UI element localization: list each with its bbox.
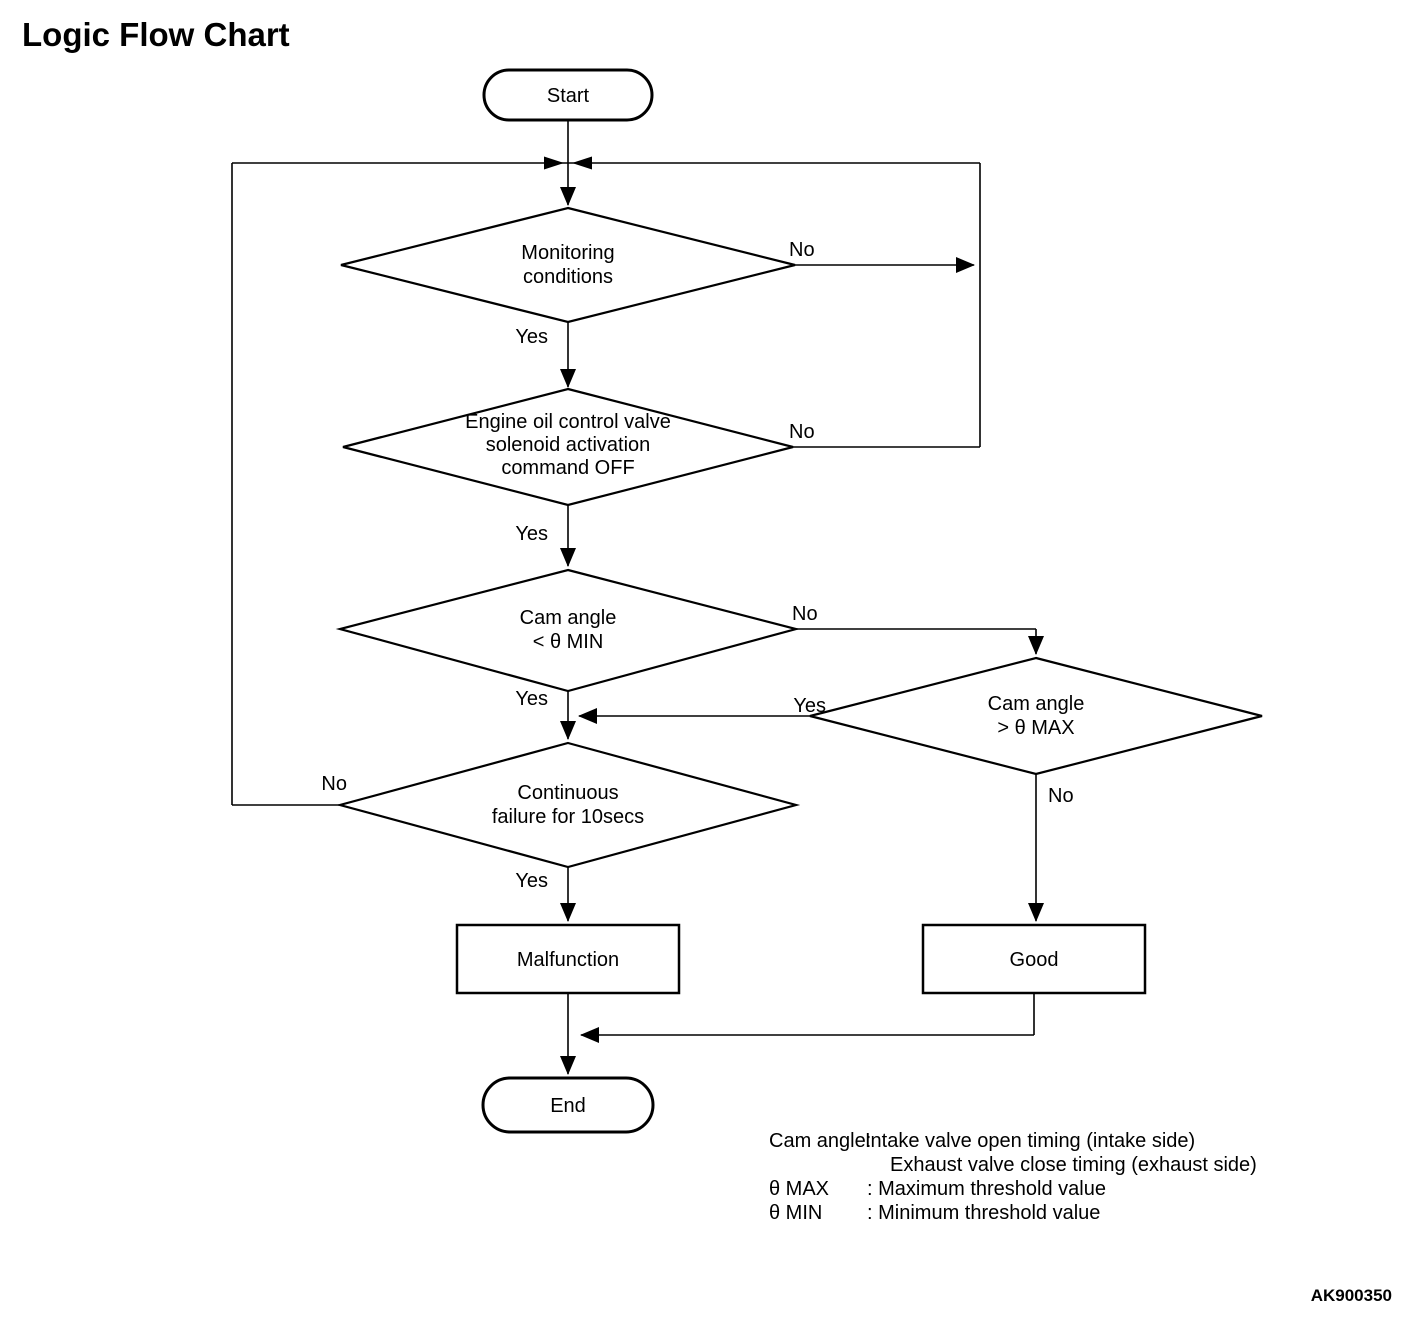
page-title: Logic Flow Chart (22, 16, 290, 53)
node-end-label: End (550, 1095, 586, 1117)
node-engine-oil-valve (342, 387, 794, 507)
legend: Cam angle: Intake valve open timing (int… (769, 1130, 1257, 1224)
legend-row4-term: θ MIN (769, 1202, 822, 1224)
merge-arrowhead-right (572, 156, 592, 170)
label-monitoring-yes: Yes (515, 326, 548, 348)
node-engine-oil-label-line2: solenoid activation (486, 434, 651, 456)
label-engine-oil-yes: Yes (515, 523, 548, 545)
node-engine-oil-label-line3: command OFF (501, 457, 634, 479)
label-engine-oil-no: No (789, 421, 815, 443)
node-malfunction-label: Malfunction (517, 949, 619, 971)
label-cam-max-no: No (1048, 785, 1074, 807)
node-cam-angle-min (335, 568, 801, 693)
legend-row3-term: θ MAX (769, 1178, 829, 1200)
legend-row2-definition: Exhaust valve close timing (exhaust side… (890, 1154, 1257, 1176)
node-continuous-failure (335, 741, 801, 869)
node-malfunction (455, 923, 681, 995)
label-cam-max-yes: Yes (793, 695, 826, 717)
legend-row1-term: Cam angle: (769, 1130, 871, 1152)
node-monitoring-conditions (340, 206, 796, 324)
figure-code: AK900350 (1311, 1286, 1392, 1305)
node-engine-oil-label-line1: Engine oil control valve (465, 411, 671, 433)
legend-row3-definition: : Maximum threshold value (867, 1178, 1106, 1200)
label-continuous-no: No (321, 773, 347, 795)
label-cam-min-no: No (792, 603, 818, 625)
node-cam-angle-max (809, 656, 1263, 776)
node-good-label: Good (1010, 949, 1059, 971)
node-end (481, 1076, 655, 1134)
node-start (482, 68, 654, 122)
node-cam-max-label-line1: Cam angle (988, 693, 1085, 715)
label-cam-min-yes: Yes (515, 688, 548, 710)
legend-row1-definition: Intake valve open timing (intake side) (865, 1130, 1195, 1152)
node-continuous-label-line2: failure for 10secs (492, 806, 644, 828)
label-continuous-yes: Yes (515, 870, 548, 892)
node-cam-min-label-line1: Cam angle (520, 607, 617, 629)
node-cam-min-label-line2: < θ MIN (533, 631, 604, 653)
node-cam-max-label-line2: > θ MAX (997, 717, 1074, 739)
node-monitoring-label-line2: conditions (523, 266, 613, 288)
node-continuous-label-line1: Continuous (517, 782, 618, 804)
legend-row4-definition: : Minimum threshold value (867, 1202, 1100, 1224)
node-start-label: Start (547, 85, 590, 107)
label-monitoring-no: No (789, 239, 815, 261)
node-monitoring-label-line1: Monitoring (521, 242, 614, 264)
merge-arrowhead-left (544, 156, 564, 170)
node-good (921, 923, 1147, 995)
